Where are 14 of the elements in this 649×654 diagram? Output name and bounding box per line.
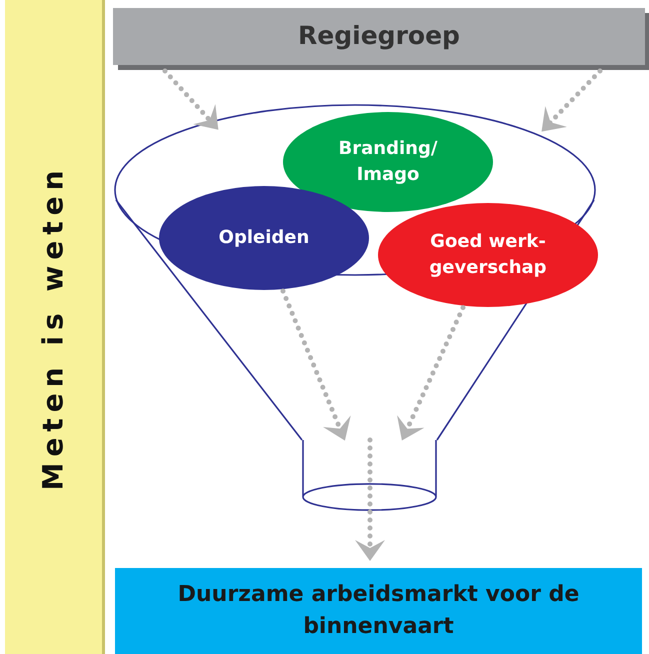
dotted-arrow [280, 288, 351, 441]
ellipse-label: Goed werk- geverschap [429, 230, 547, 278]
side-band [5, 0, 105, 654]
dotted-arrow [355, 438, 385, 561]
header-bar [113, 8, 645, 65]
bar-label: Regiegroep [298, 21, 460, 50]
result-bar [115, 568, 642, 654]
dotted-arrow [542, 68, 602, 132]
dotted-arrow [397, 305, 466, 441]
ellipse-label: Opleiden [218, 226, 310, 248]
dotted-arrow [162, 68, 218, 130]
bar-label: Duurzame arbeidsmarkt voor de binnenvaart [178, 582, 580, 639]
ellipse-label: Branding/ Imago [338, 138, 438, 185]
side-label: Meten is weten [37, 164, 70, 490]
